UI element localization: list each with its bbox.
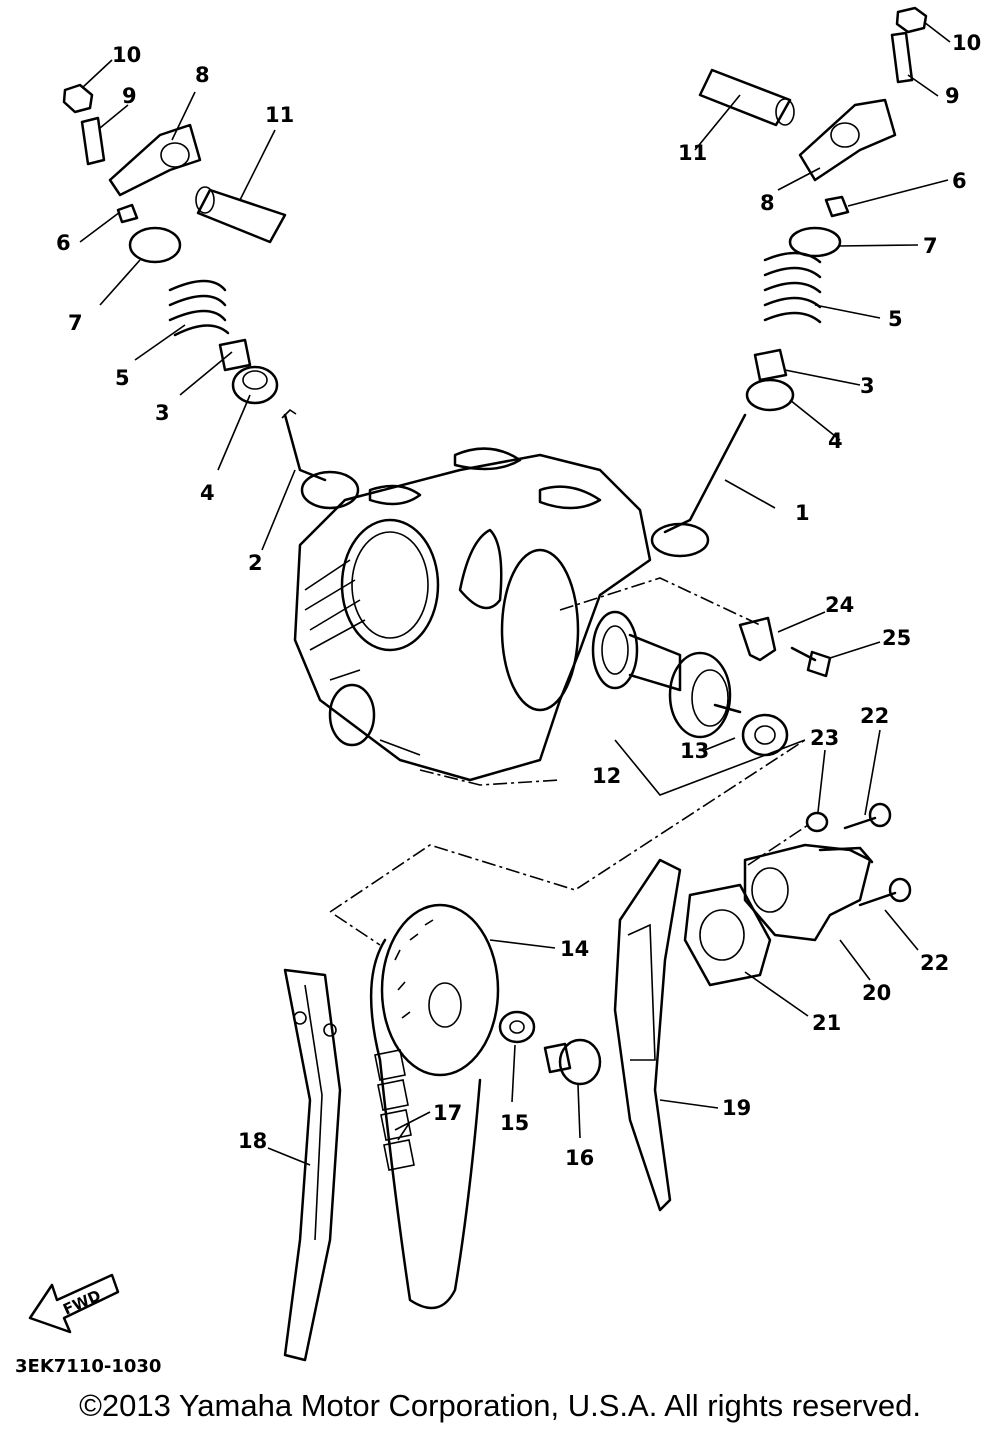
callout-23: 23 xyxy=(810,726,839,750)
chain-guide-intake xyxy=(283,968,342,1362)
camshaft xyxy=(591,610,742,739)
valve-spring-right xyxy=(763,251,822,324)
callout-20: 20 xyxy=(862,981,891,1005)
valve-stem-seal-right xyxy=(753,348,788,382)
callout-9-left: 9 xyxy=(122,84,137,108)
callout-4-right: 4 xyxy=(828,429,843,453)
valve-left xyxy=(281,408,360,510)
callout-18: 18 xyxy=(238,1129,267,1153)
valve-seal-left xyxy=(231,365,279,405)
rocker-arm-left xyxy=(108,123,202,197)
valve-right xyxy=(650,413,747,558)
callout-14: 14 xyxy=(560,937,589,961)
callout-16: 16 xyxy=(565,1146,594,1170)
valve-stem-seal-left xyxy=(218,338,252,372)
callout-11-left: 11 xyxy=(265,103,294,127)
copyright-notice: ©2013 Yamaha Motor Corporation, U.S.A. A… xyxy=(79,1388,921,1423)
tensioner-gasket xyxy=(683,883,772,987)
bolt-upper xyxy=(843,802,892,830)
spring-retainer-right xyxy=(788,226,842,258)
bolt-lower xyxy=(858,877,912,907)
callout-8-left: 8 xyxy=(195,63,210,87)
callout-3-left: 3 xyxy=(155,401,170,425)
sprocket-bolt xyxy=(543,1038,602,1086)
callout-9-right: 9 xyxy=(945,84,960,108)
valve-spring-left xyxy=(168,279,230,337)
chain-guide-exhaust xyxy=(613,858,682,1212)
rocker-shaft-left xyxy=(195,186,287,244)
valve-cotter-right xyxy=(824,195,850,218)
callout-6-right: 6 xyxy=(952,169,967,193)
adjust-screw-left xyxy=(80,116,106,166)
callout-15: 15 xyxy=(500,1111,529,1135)
callout-19: 19 xyxy=(722,1096,751,1120)
cam-chain xyxy=(369,938,482,1310)
rocker-arm-right xyxy=(798,98,897,182)
callout-11-right: 11 xyxy=(678,141,707,165)
callout-24: 24 xyxy=(825,593,854,617)
drawing-code: 3EK7110-1030 xyxy=(15,1356,161,1377)
callout-4-left: 4 xyxy=(200,481,215,505)
cylinder-head xyxy=(293,447,761,786)
bracket xyxy=(738,616,777,662)
callout-6-left: 6 xyxy=(56,231,71,255)
camshaft-sprocket xyxy=(380,903,500,1077)
callout-25: 25 xyxy=(882,626,911,650)
adjust-screw-right xyxy=(890,31,914,84)
callout-10-left: 10 xyxy=(112,43,141,67)
callout-2: 2 xyxy=(248,551,263,575)
callout-17: 17 xyxy=(433,1101,462,1125)
locknut-right xyxy=(895,6,928,34)
forward-direction-arrow: FWD xyxy=(28,1273,120,1334)
valve-cotter-left xyxy=(116,203,139,224)
tensioner-assembly xyxy=(743,843,874,942)
callout-5-right: 5 xyxy=(888,307,903,331)
callout-8-right: 8 xyxy=(760,191,775,215)
callout-7-right: 7 xyxy=(923,234,938,258)
callout-7-left: 7 xyxy=(68,311,83,335)
callout-10-right: 10 xyxy=(952,31,981,55)
callout-21: 21 xyxy=(812,1011,841,1035)
bolt-25 xyxy=(790,646,832,678)
callout-22-upper: 22 xyxy=(860,704,889,728)
valve-seal-right xyxy=(745,378,795,412)
fwd-label: FWD xyxy=(60,1286,103,1318)
callout-1: 1 xyxy=(795,501,810,525)
callout-3-right: 3 xyxy=(860,374,875,398)
locknut-left xyxy=(62,83,94,114)
callout-22-lower: 22 xyxy=(920,951,949,975)
callout-5-left: 5 xyxy=(115,366,130,390)
spring-retainer-left xyxy=(128,226,182,264)
rocker-shaft-right xyxy=(698,68,795,127)
plate-washer xyxy=(498,1010,536,1044)
exploded-parts-diagram: FWD 1 2 3 3 4 4 5 5 6 6 7 7 8 8 9 9 10 1… xyxy=(15,6,981,1377)
callout-12: 12 xyxy=(592,764,621,788)
callout-13: 13 xyxy=(680,739,709,763)
washer-23 xyxy=(805,811,829,833)
